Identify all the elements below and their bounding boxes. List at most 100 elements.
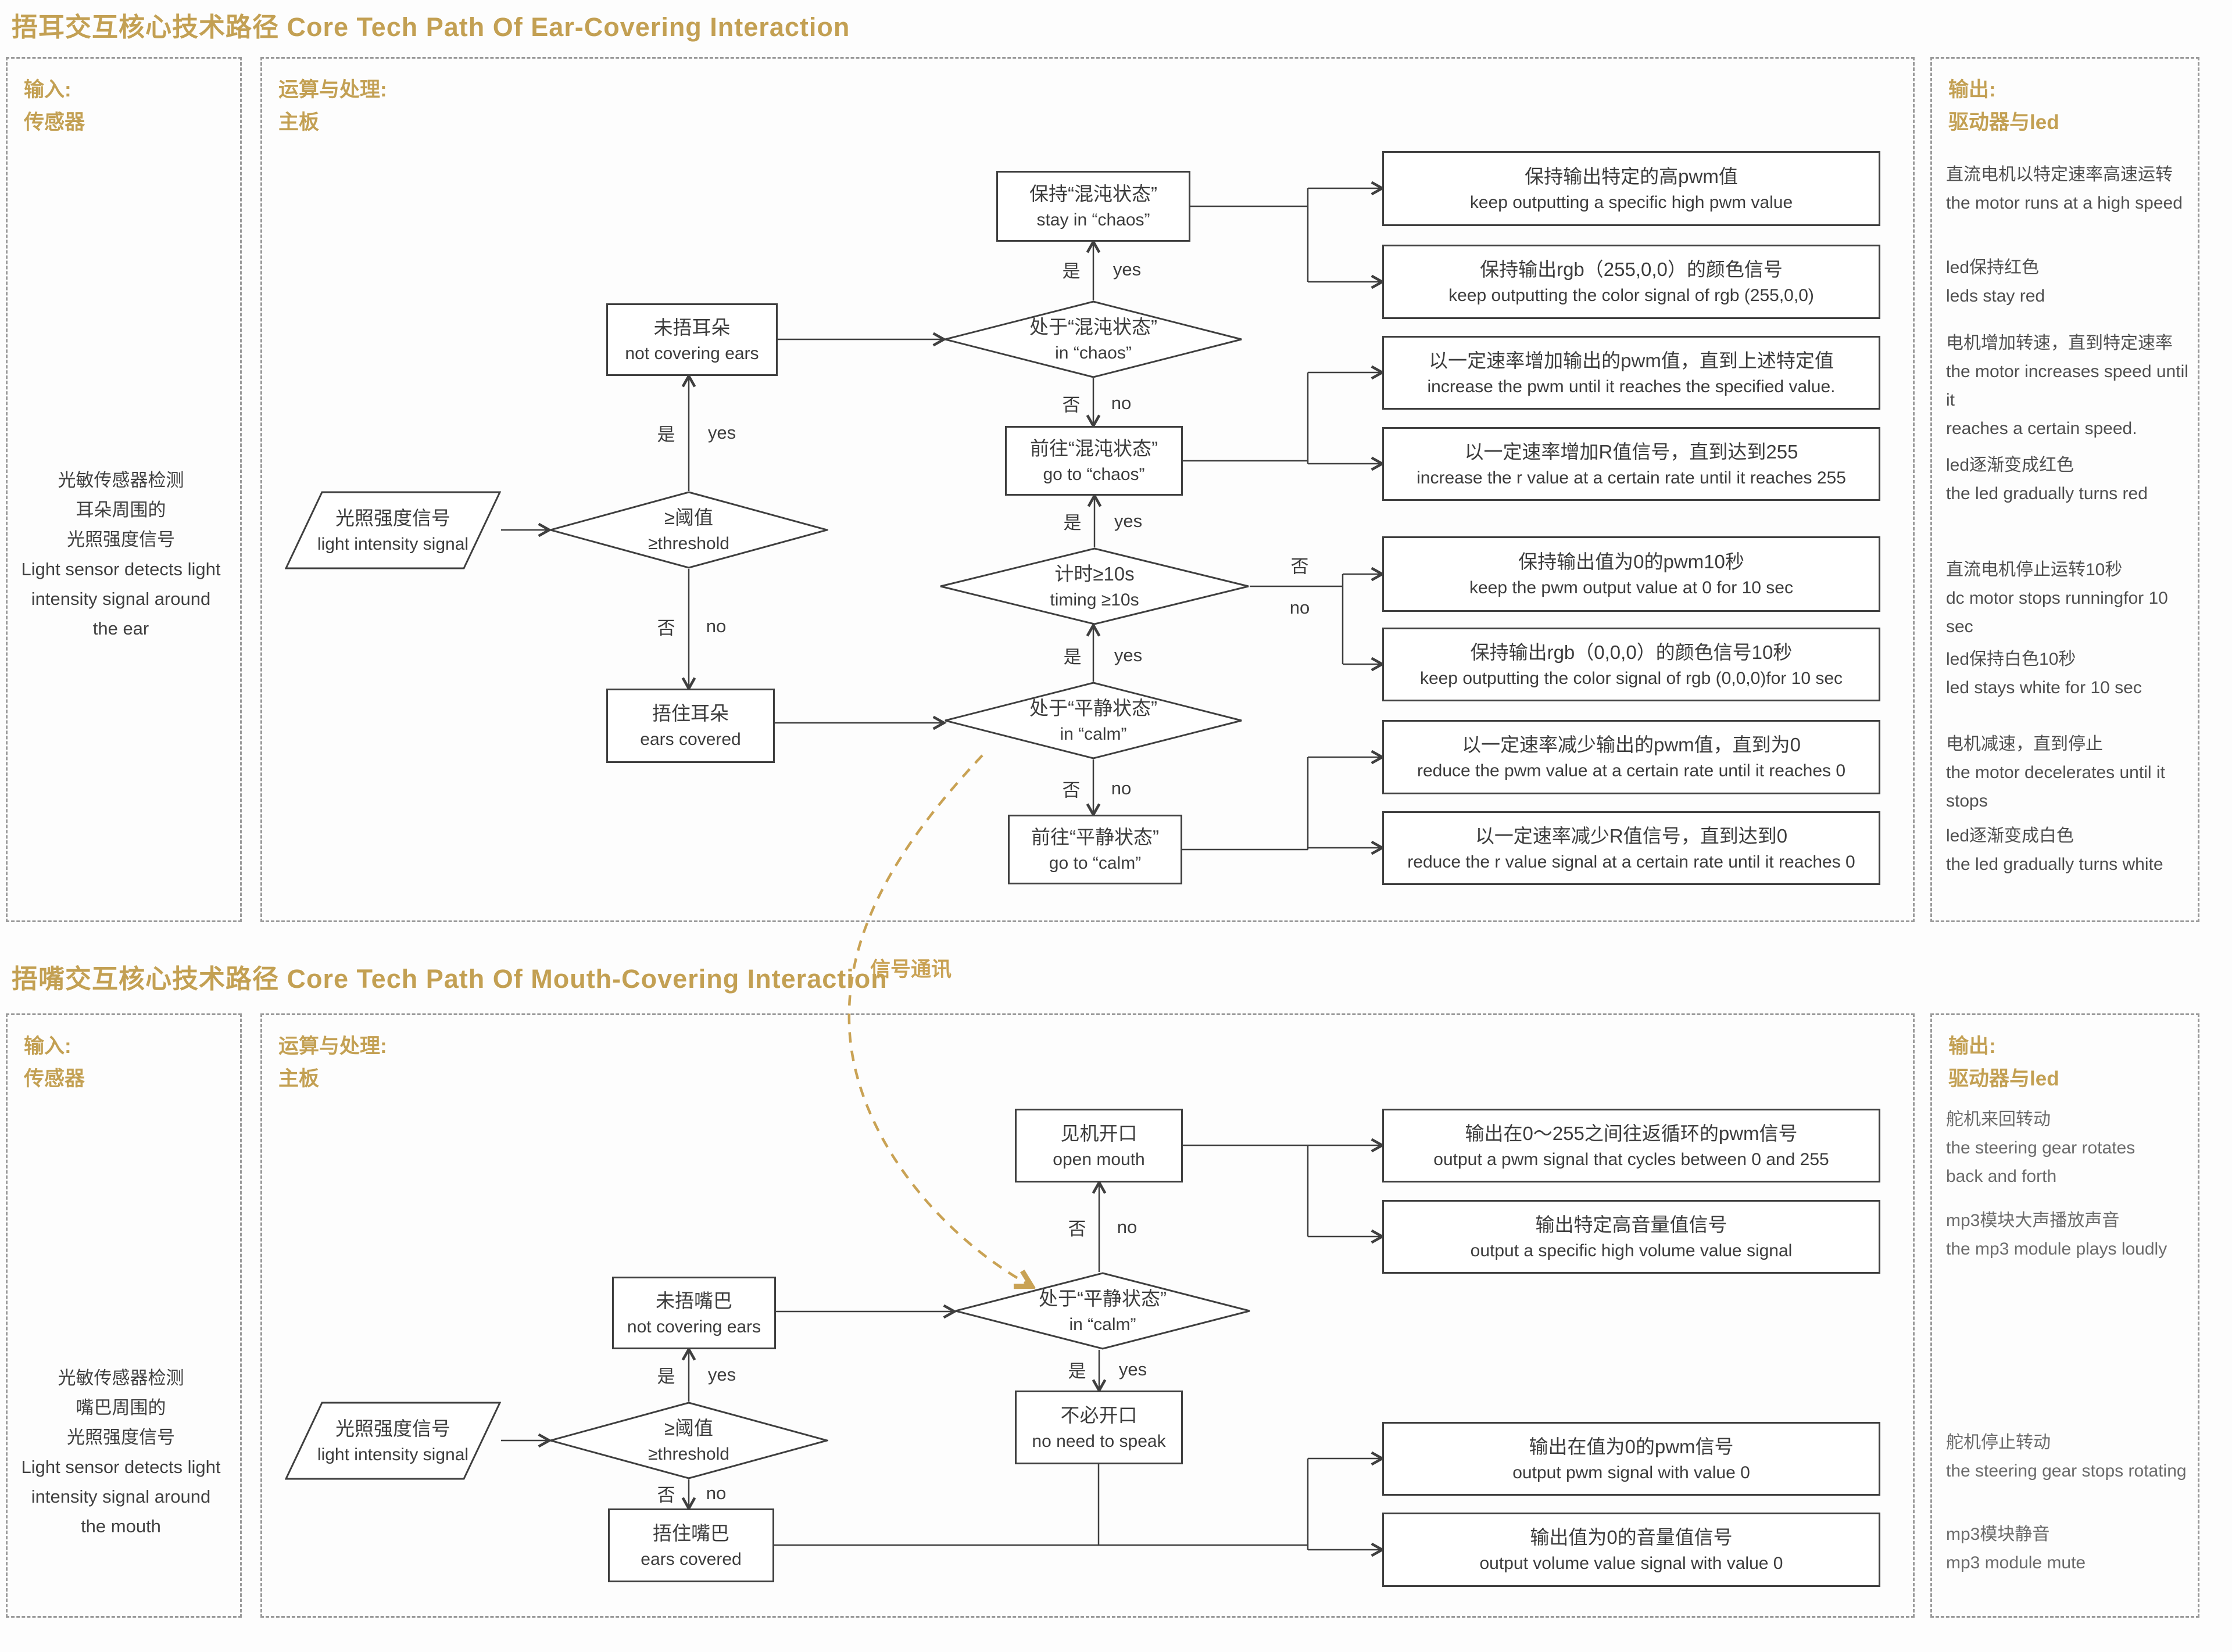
- flow-node-in-calm-ear: 处于“平静状态”in “calm”: [944, 682, 1243, 759]
- node-label-en: in “chaos”: [1055, 343, 1132, 363]
- flow-node-increase-r-value: 以一定速率增加R值信号，直到达到255 increase the r value …: [1382, 427, 1880, 501]
- node-label-zh: 光照强度信号: [335, 1417, 450, 1439]
- panel-header-line: 输出:: [1948, 78, 1996, 101]
- branch-label: yes: [1114, 511, 1143, 531]
- branch-label: 是: [657, 1366, 675, 1387]
- node-label-en: open mouth: [1053, 1149, 1145, 1169]
- node-label-zh: 以一定速率增加输出的pwm值，直到上述特定值: [1429, 349, 1834, 371]
- output-note-line: led逐渐变成红色: [1946, 456, 2074, 475]
- sensor-description-line: intensity signal around: [31, 589, 211, 609]
- sensor-description-line: the ear: [92, 618, 149, 639]
- node-label-en: ≥threshold: [648, 1445, 729, 1464]
- output-note-line: mp3模块静音: [1946, 1525, 2050, 1544]
- section2-title: 捂嘴交互核心技术路径 Core Tech Path Of Mouth-Cover…: [12, 964, 888, 994]
- node-label-en: light intensity signal: [317, 534, 469, 554]
- diamond-shape: [549, 1402, 828, 1479]
- output-note-line: led stays white for 10 sec: [1946, 678, 2142, 697]
- node-text: ≥阈值≥threshold: [549, 491, 828, 569]
- flow-node-threshold-1: ≥阈值≥threshold: [549, 491, 828, 569]
- node-text: 光照强度信号 light intensity signal: [285, 491, 501, 569]
- node-label-en: output volume value signal with value 0: [1479, 1554, 1783, 1573]
- panel-header-line: 主板: [278, 111, 320, 134]
- panel-header-line: 运算与处理:: [278, 1035, 387, 1058]
- node-label-en: stay in “chaos”: [1036, 210, 1150, 230]
- output-note-line: the motor increases speed until it: [1946, 362, 2188, 410]
- node-label-en: output a pwm signal that cycles between …: [1433, 1149, 1829, 1169]
- branch-label: 否: [657, 618, 675, 639]
- sensor-description-line: 耳朵周围的: [76, 500, 166, 520]
- node-label-en: increase the pwm until it reaches the sp…: [1427, 377, 1836, 396]
- branch-label: 否: [1062, 395, 1081, 415]
- branch-label: no: [1111, 778, 1132, 798]
- node-label-zh: ≥阈值: [664, 507, 714, 528]
- node-label-en: go to “calm”: [1049, 854, 1142, 873]
- node-label-zh: 输出特定高音量值信号: [1535, 1213, 1727, 1235]
- node-label-en: increase the r value at a certain rate u…: [1417, 468, 1846, 488]
- flow-node-threshold-2: ≥阈值≥threshold: [549, 1402, 828, 1479]
- panel-header-line: 运算与处理:: [278, 78, 387, 101]
- branch-label: no: [1117, 1217, 1138, 1237]
- node-label-zh: 输出在值为0的pwm信号: [1529, 1435, 1734, 1457]
- output-note-line: the steering gear stops rotating: [1946, 1461, 2187, 1481]
- output-note-line: mp3模块大声播放声音: [1946, 1211, 2120, 1230]
- node-text: 保持“混沌状态”stay in “chaos”: [998, 173, 1189, 240]
- panel-ear-processing-mainboard: 运算与处理: 主板: [260, 57, 1915, 922]
- panel-header: 运算与处理:主板: [278, 1030, 387, 1095]
- branch-label: no: [1289, 597, 1310, 618]
- output-note-line: 电机减速，直到停止: [1946, 734, 2103, 754]
- branch-label: yes: [707, 422, 736, 443]
- sensor-description-line: 光照强度信号: [67, 1427, 175, 1447]
- node-label-zh: 以一定速率增加R值信号，直到达到255: [1464, 440, 1798, 463]
- sensor-description-line: 光照强度信号: [67, 529, 175, 550]
- node-label-zh: 输出在0～255之间往返循环的pwm信号: [1465, 1122, 1798, 1144]
- branch-label: 是: [1062, 261, 1081, 282]
- node-label-en: light intensity signal: [317, 1445, 469, 1464]
- branch-label: 否: [1062, 780, 1081, 801]
- node-label-zh: 光照强度信号: [335, 507, 450, 529]
- node-label-zh: 保持输出值为0的pwm10秒: [1518, 551, 1744, 572]
- node-label-en: keep outputting the color signal of rgb …: [1419, 668, 1843, 688]
- node-label-zh: 计时≥10s: [1054, 563, 1135, 585]
- node-text: 处于“平静状态”in “calm”: [944, 682, 1243, 759]
- sensor-description-line: Light sensor detects light: [21, 559, 221, 579]
- node-label-zh: 保持输出特定的高pwm值: [1525, 165, 1738, 187]
- diamond-shape: [955, 1272, 1250, 1350]
- node-label-en: ears covered: [640, 730, 741, 749]
- node-label-en: output a specific high volume value sign…: [1470, 1241, 1793, 1260]
- branch-label: 否: [657, 1485, 675, 1506]
- node-text: ≥阈值≥threshold: [549, 1402, 828, 1479]
- panel-header-line: 传感器: [24, 1067, 85, 1090]
- panel-mouth-output-driver-led: 输出:驱动器与led: [1930, 1013, 2199, 1618]
- node-label-zh: 处于“平静状态”: [1039, 1288, 1167, 1309]
- output-note-line: led保持白色10秒: [1946, 650, 2076, 669]
- panel-header: 运算与处理: 主板: [278, 74, 387, 139]
- node-label-zh: 前往“平静状态”: [1031, 826, 1159, 848]
- node-label-en: in “calm”: [1060, 725, 1127, 744]
- flow-node-high-volume-signal: 输出特定高音量值信号 output a specific high volume …: [1382, 1200, 1880, 1274]
- node-text: 输出在0～255之间往返循环的pwm信号 output a pwm signal …: [1384, 1110, 1879, 1181]
- flow-node-stay-in-chaos: 保持“混沌状态”stay in “chaos”: [996, 171, 1190, 242]
